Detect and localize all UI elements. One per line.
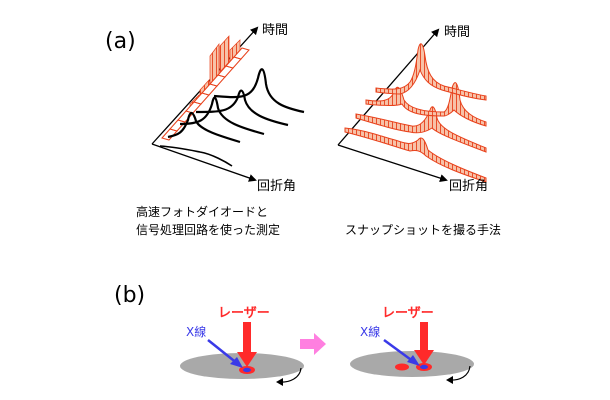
panel-b-label: (b) bbox=[114, 283, 145, 308]
snapshot-spectrum bbox=[375, 43, 487, 101]
caption-left-line2: 信号処理回路を使った測定 bbox=[136, 222, 280, 237]
sampling-strip bbox=[161, 47, 250, 141]
panel-a-label: (a) bbox=[105, 29, 136, 54]
waveform-trace bbox=[167, 111, 241, 144]
xray-arrowhead bbox=[230, 357, 243, 368]
snapshot-spectrum bbox=[344, 127, 487, 183]
xray-arrow bbox=[207, 339, 239, 365]
xray-label: X線 bbox=[186, 324, 206, 339]
xray-arrowhead bbox=[407, 355, 420, 366]
waveform-trace bbox=[179, 96, 265, 136]
snapshot-spectrum bbox=[355, 106, 487, 153]
sample-disk bbox=[350, 351, 474, 377]
rotation-arrowhead bbox=[446, 376, 453, 384]
sample-setup-left: レーザー X線 bbox=[180, 306, 304, 386]
laser-arrow bbox=[414, 322, 434, 365]
angle-axis-right bbox=[337, 144, 448, 182]
caption-right: スナップショットを撮る手法 bbox=[345, 223, 501, 237]
sample-setup-right: レーザー X線 bbox=[350, 306, 474, 384]
irradiated-spot bbox=[395, 363, 409, 371]
axis-label-time-left: 時間 bbox=[262, 23, 288, 38]
angle-axis-left bbox=[151, 143, 257, 182]
laser-arrow bbox=[237, 322, 257, 367]
axis-label-time-right: 時間 bbox=[444, 25, 470, 40]
xray-label: X線 bbox=[360, 324, 380, 339]
sample-disk bbox=[180, 353, 304, 379]
photodiode-diagram: 時間 回折角 高速フォトダイオードと 信号処理回路を使った測定 bbox=[136, 23, 305, 237]
snapshot-diagram: 時間 回折角 スナップショットを撮る手法 bbox=[337, 25, 501, 237]
rotation-arrowhead bbox=[276, 378, 283, 386]
waveform-trace bbox=[213, 68, 305, 114]
xray-spot bbox=[243, 367, 251, 373]
laser-label: レーザー bbox=[382, 306, 434, 321]
waveform-trace bbox=[195, 89, 289, 127]
axis-label-angle-right: 回折角 bbox=[449, 179, 488, 194]
laser-label: レーザー bbox=[218, 306, 270, 321]
xray-arrow bbox=[383, 338, 415, 364]
axis-label-angle-left: 回折角 bbox=[257, 179, 296, 194]
xray-spot bbox=[420, 364, 428, 370]
transition-arrow bbox=[300, 333, 326, 355]
waveform-trace bbox=[159, 145, 233, 167]
caption-left-line1: 高速フォトダイオードと bbox=[136, 204, 268, 219]
